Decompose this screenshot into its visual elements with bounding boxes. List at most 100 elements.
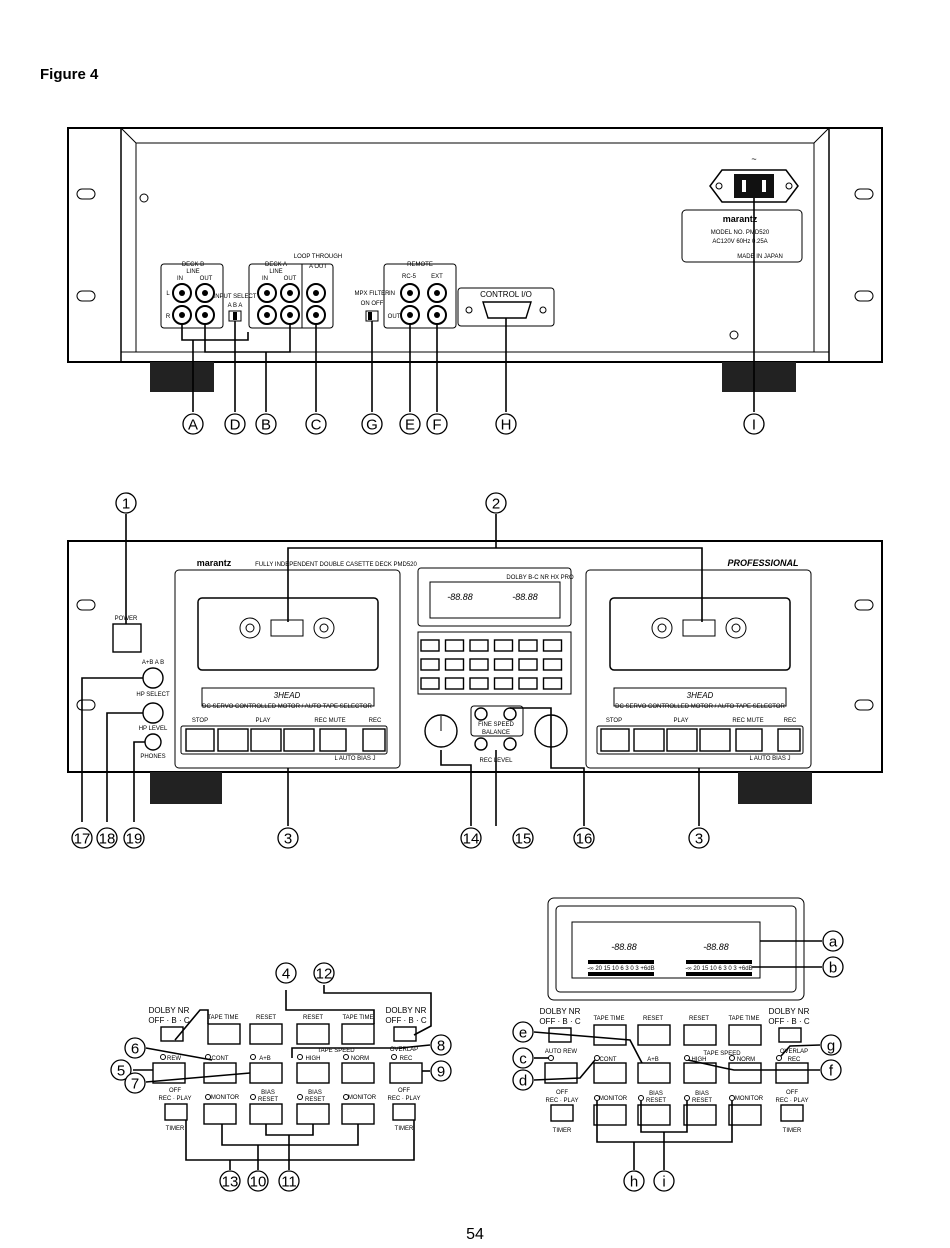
function-button[interactable] <box>420 658 440 671</box>
function-button[interactable] <box>469 658 489 671</box>
overlap-rec-button[interactable] <box>389 1062 423 1084</box>
monitor-button[interactable] <box>593 1104 627 1126</box>
monitor-button[interactable] <box>203 1103 237 1125</box>
function-button[interactable] <box>444 677 465 690</box>
reset-button[interactable] <box>296 1023 330 1045</box>
tape-time-button[interactable] <box>341 1023 375 1045</box>
function-button[interactable] <box>518 658 538 671</box>
tape-time-button[interactable] <box>728 1024 762 1046</box>
reset-button[interactable] <box>683 1024 717 1046</box>
function-button[interactable] <box>469 677 489 690</box>
rewind-button[interactable] <box>217 728 249 752</box>
callout-marker: G <box>361 413 383 435</box>
timer-switch[interactable] <box>392 1103 416 1121</box>
dolby-nr-switch[interactable] <box>393 1026 417 1042</box>
bias-reset-label: RESET <box>258 1097 278 1103</box>
callout-label: 15 <box>515 831 532 848</box>
callout-circle <box>275 962 297 984</box>
ab-button[interactable] <box>637 1062 671 1084</box>
function-button[interactable] <box>542 639 563 652</box>
ab-label: A+B <box>647 1057 659 1063</box>
fast-forward-button[interactable] <box>699 728 731 752</box>
high-speed-button[interactable] <box>683 1062 717 1084</box>
dolby-nr-switch[interactable] <box>778 1027 802 1043</box>
bias-reset-button[interactable] <box>296 1103 330 1125</box>
function-button[interactable] <box>493 658 514 671</box>
timer-label: TIMER <box>783 1128 802 1134</box>
counter-display-left: -88.88 <box>611 942 637 952</box>
function-button[interactable] <box>469 639 489 652</box>
control-detail-left: DOLBY NR OFF · B · C TAPE TIME RESET RES… <box>110 962 452 1192</box>
deck-b-label: DECK B <box>182 262 204 268</box>
tape-time-button[interactable] <box>593 1024 627 1046</box>
dolby-modes-label: OFF · B · C <box>768 1017 810 1026</box>
bias-reset-button[interactable] <box>249 1103 283 1125</box>
monitor-label: MONITOR <box>599 1096 628 1102</box>
timer-switch[interactable] <box>780 1104 804 1122</box>
overlap-rec-button[interactable] <box>775 1062 809 1084</box>
callout-label: f <box>829 1063 834 1080</box>
monitor-button[interactable] <box>728 1104 762 1126</box>
timer-switch[interactable] <box>550 1104 574 1122</box>
reset-button[interactable] <box>637 1024 671 1046</box>
function-button[interactable] <box>518 677 538 690</box>
stop-button[interactable] <box>185 728 215 752</box>
servo-text: DC SERVO CONTROLLED MOTOR / AUTO TAPE SE… <box>615 704 785 710</box>
tape-time-button[interactable] <box>207 1023 241 1045</box>
reset-button[interactable] <box>249 1023 283 1045</box>
rec-mute-button[interactable] <box>319 728 347 752</box>
play-button[interactable] <box>250 728 282 752</box>
callout-label: 3 <box>695 831 703 848</box>
function-button[interactable] <box>493 677 514 690</box>
timer-switch[interactable] <box>164 1103 188 1121</box>
function-button[interactable] <box>420 677 440 690</box>
deck-b-cassette: 3HEAD DC SERVO CONTROLLED MOTOR / AUTO T… <box>585 569 812 769</box>
rew-button[interactable] <box>152 1062 186 1084</box>
rec-button[interactable] <box>362 728 386 752</box>
hp-level-knob[interactable] <box>142 702 164 724</box>
rewind-button[interactable] <box>633 728 665 752</box>
cont-button[interactable] <box>203 1062 237 1084</box>
balance-knob[interactable] <box>474 737 488 751</box>
ac-inlet: ~ <box>709 154 799 203</box>
norm-label: NORM <box>737 1057 755 1063</box>
high-speed-button[interactable] <box>296 1062 330 1084</box>
phones-jack[interactable] <box>144 733 162 751</box>
cont-button[interactable] <box>593 1062 627 1084</box>
reset-label: RESET <box>643 1016 663 1022</box>
ab-button[interactable] <box>249 1062 283 1084</box>
norm-speed-button[interactable] <box>728 1062 762 1084</box>
callout-circle <box>460 827 482 849</box>
function-button[interactable] <box>542 677 563 690</box>
hp-select-knob[interactable] <box>142 667 164 689</box>
balance-knob[interactable] <box>503 737 517 751</box>
play-button[interactable] <box>666 728 698 752</box>
callout-marker: 19 <box>123 827 145 849</box>
function-button[interactable] <box>493 639 514 652</box>
bias-reset-button[interactable] <box>637 1104 671 1126</box>
callout-label: 16 <box>576 831 593 848</box>
function-button[interactable] <box>444 639 465 652</box>
norm-speed-button[interactable] <box>341 1062 375 1084</box>
monitor-button[interactable] <box>341 1103 375 1125</box>
fine-speed-knob[interactable] <box>474 707 488 721</box>
stop-label: STOP <box>192 718 208 724</box>
bias-reset-button[interactable] <box>683 1104 717 1126</box>
in-label: IN <box>262 276 268 282</box>
fast-forward-button[interactable] <box>283 728 315 752</box>
rec-button[interactable] <box>777 728 801 752</box>
callout-marker: a <box>822 930 844 952</box>
function-button[interactable] <box>444 658 465 671</box>
callout-circle <box>822 930 844 952</box>
fine-speed-knob[interactable] <box>503 707 517 721</box>
function-button[interactable] <box>518 639 538 652</box>
balance-label: BALANCE <box>482 730 510 736</box>
function-button[interactable] <box>542 658 563 671</box>
stop-button[interactable] <box>600 728 630 752</box>
in-label: IN <box>389 291 395 297</box>
power-button[interactable] <box>112 623 142 653</box>
rec-mute-button[interactable] <box>735 728 763 752</box>
function-button[interactable] <box>420 639 440 652</box>
